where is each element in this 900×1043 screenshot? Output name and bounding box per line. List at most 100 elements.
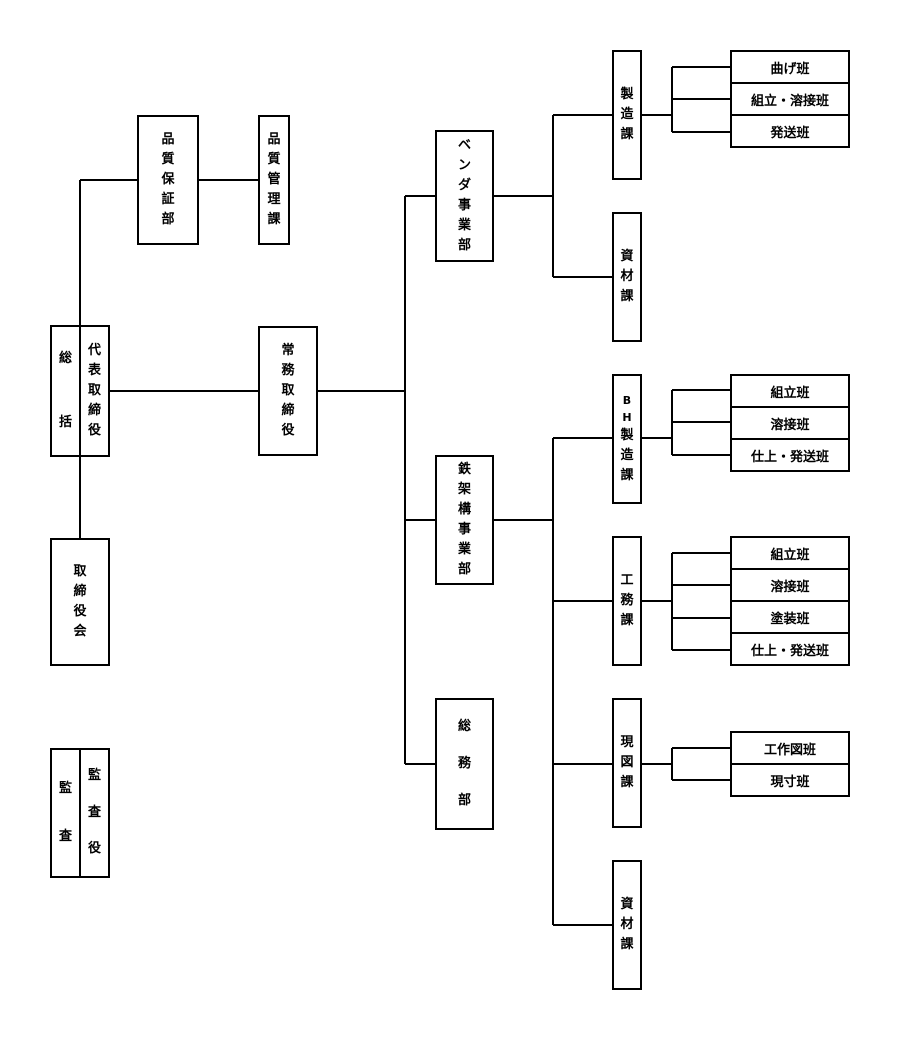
char: 品 — [267, 131, 281, 147]
construction-teams-box: 組立班溶接班塗装班仕上・発送班 — [730, 536, 850, 666]
char: 現 — [620, 734, 634, 750]
char: 査 — [87, 804, 101, 820]
char: 架 — [457, 481, 471, 497]
char: 材 — [620, 916, 634, 932]
char: 部 — [457, 238, 471, 254]
char: H — [622, 410, 632, 424]
char: 取 — [281, 382, 295, 398]
char: 監 — [58, 780, 72, 796]
char: 管 — [267, 171, 281, 187]
bh-manufacturing-label: 製造課 — [620, 426, 633, 486]
char: 部 — [457, 562, 471, 578]
team-cell: 現寸班 — [732, 763, 848, 795]
steel-materials-section-box: 資材課 — [612, 860, 642, 990]
audit-box: 監査 監査役 — [50, 748, 110, 878]
team-cell: 組立班 — [770, 547, 810, 563]
team-cell: 溶接班 — [732, 406, 848, 438]
qa-department-box: 品質保証部 — [137, 115, 199, 245]
char: 業 — [457, 218, 471, 234]
char: 常 — [281, 342, 295, 358]
char: 造 — [620, 106, 634, 122]
char: 資 — [620, 248, 634, 264]
representative-director-label: 代表取締役 — [79, 327, 108, 455]
char: 表 — [87, 362, 101, 378]
vendor-manufacturing-section-box: 製造課 — [612, 50, 642, 180]
char: 課 — [620, 289, 634, 305]
char: 理 — [267, 192, 281, 208]
team-cell: 工作図班 — [763, 742, 816, 758]
char: 取 — [87, 382, 101, 398]
general-affairs-division-box: 総務部 — [435, 698, 494, 830]
vendor-division-box: ベンダ事業部 — [435, 130, 494, 262]
char: 務 — [457, 755, 471, 771]
team-cell: 組立・溶接班 — [732, 82, 848, 114]
general-label-top: 総 — [58, 351, 72, 367]
char: B — [622, 393, 632, 407]
layout-section-box: 現図課 — [612, 698, 642, 828]
char: 業 — [457, 542, 471, 558]
char: 課 — [620, 775, 634, 791]
char: 事 — [457, 198, 471, 213]
char: 役 — [87, 423, 101, 439]
char: 総 — [457, 718, 471, 734]
char: 課 — [267, 212, 281, 228]
headquarters-box: 総 括 代表取締役 — [50, 325, 110, 457]
vendor-materials-section-box: 資材課 — [612, 212, 642, 342]
team-cell: 組立班 — [770, 385, 810, 401]
vendor-mfg-teams-box: 曲げ班組立・溶接班発送班 — [730, 50, 850, 148]
char: 課 — [620, 937, 634, 953]
bh-mfg-teams-box: 組立班溶接班仕上・発送班 — [730, 374, 850, 472]
char: 構 — [457, 501, 471, 517]
char: 課 — [620, 468, 634, 484]
qa-section-box: 品質管理課 — [258, 115, 290, 245]
char: 査 — [58, 829, 72, 845]
general-label-bottom: 括 — [58, 415, 72, 431]
char: 質 — [161, 151, 175, 167]
char: 締 — [281, 403, 295, 419]
char: 鉄 — [457, 461, 471, 477]
char: 証 — [161, 192, 175, 208]
char: 会 — [73, 624, 87, 640]
char: 保 — [161, 171, 175, 187]
char: 監 — [87, 768, 101, 784]
char: 取 — [73, 563, 87, 579]
layout-teams-box: 工作図班現寸班 — [730, 731, 850, 797]
team-cell: 曲げ班 — [770, 61, 810, 77]
auditor-label: 監査役 — [79, 750, 108, 876]
char: 役 — [87, 841, 101, 857]
char: 質 — [267, 151, 281, 167]
team-cell: 塗装班 — [732, 600, 848, 632]
team-cell: 仕上・発送班 — [732, 438, 848, 470]
char: 製 — [620, 86, 634, 102]
char: 工 — [620, 572, 634, 588]
audit-label: 監査 — [52, 750, 79, 876]
char: 締 — [87, 403, 101, 419]
char: 課 — [620, 613, 634, 629]
char: ベ — [457, 137, 471, 153]
team-cell: 発送班 — [732, 114, 848, 146]
char: 造 — [620, 447, 634, 463]
char: ン — [457, 157, 471, 173]
managing-director-box: 常務取締役 — [258, 326, 318, 456]
steel-division-box: 鉄架構事業部 — [435, 455, 494, 585]
char: 部 — [161, 212, 175, 228]
headquarters-general-col: 総 括 — [52, 327, 79, 455]
char: 代 — [87, 342, 101, 358]
char: 役 — [281, 423, 295, 439]
team-cell: 溶接班 — [732, 568, 848, 600]
char: 資 — [620, 896, 634, 912]
char: 務 — [620, 592, 634, 608]
construction-section-box: 工務課 — [612, 536, 642, 666]
char: ダ — [457, 177, 471, 193]
char: 務 — [281, 362, 295, 378]
board-box: 取締役会 — [50, 538, 110, 666]
char: 事 — [457, 522, 471, 537]
char: 部 — [457, 792, 471, 808]
team-cell: 仕上・発送班 — [732, 632, 848, 664]
char: 課 — [620, 127, 634, 143]
char: 製 — [620, 427, 634, 443]
